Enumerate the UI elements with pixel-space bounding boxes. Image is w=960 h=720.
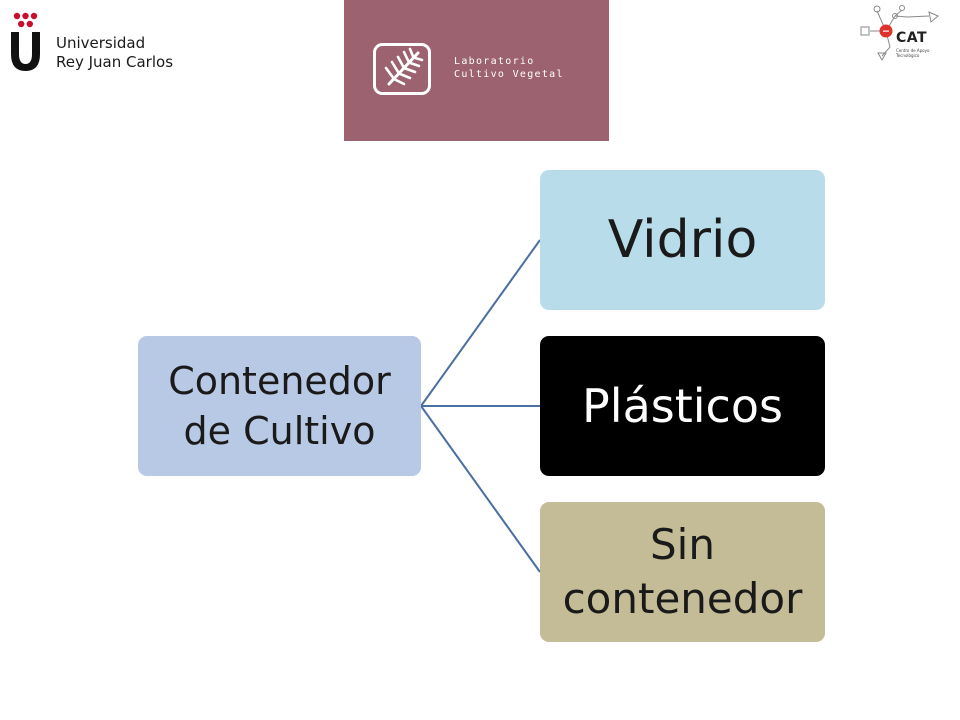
cat-sub-line-1: Centro de Apoyo xyxy=(896,48,930,53)
sin-contenedor-line-2: contenedor xyxy=(562,574,803,623)
node-plasticos: Plásticos xyxy=(540,336,825,476)
lab-wordmark: Laboratorio Cultivo Vegetal xyxy=(454,55,564,81)
node-sin-contenedor: Sin contenedor xyxy=(540,502,825,642)
connector-vidrio xyxy=(420,239,541,407)
node-contenedor-de-cultivo: Contenedor de Cultivo xyxy=(138,336,421,476)
lab-line-2: Cultivo Vegetal xyxy=(454,69,564,80)
urjc-wordmark: Universidad Rey Juan Carlos xyxy=(56,34,173,72)
root-line-1: Contenedor xyxy=(168,359,391,403)
cat-logo: CAT Centro de Apoyo Tecnológico xyxy=(855,2,945,62)
lab-logo-banner: Laboratorio Cultivo Vegetal xyxy=(344,0,609,141)
urjc-emblem-icon xyxy=(11,12,40,71)
root-line-2: de Cultivo xyxy=(183,409,376,453)
network-nodes-icon xyxy=(860,5,939,62)
urjc-line-2: Rey Juan Carlos xyxy=(56,53,174,71)
connector-sin-contenedor xyxy=(420,405,541,573)
lab-line-1: Laboratorio xyxy=(454,56,535,67)
urjc-line-1: Universidad xyxy=(56,34,146,52)
plasticos-label: Plásticos xyxy=(582,379,783,433)
vidrio-label: Vidrio xyxy=(607,210,758,270)
cat-subtitle: Centro de Apoyo Tecnológico xyxy=(896,48,929,58)
plant-leaf-icon xyxy=(373,43,431,95)
node-vidrio: Vidrio xyxy=(540,170,825,310)
cat-title: CAT xyxy=(896,30,928,46)
cat-sub-line-2: Tecnológico xyxy=(896,53,920,58)
urjc-logo: Universidad Rey Juan Carlos xyxy=(10,10,180,74)
sin-contenedor-line-1: Sin xyxy=(650,520,715,569)
